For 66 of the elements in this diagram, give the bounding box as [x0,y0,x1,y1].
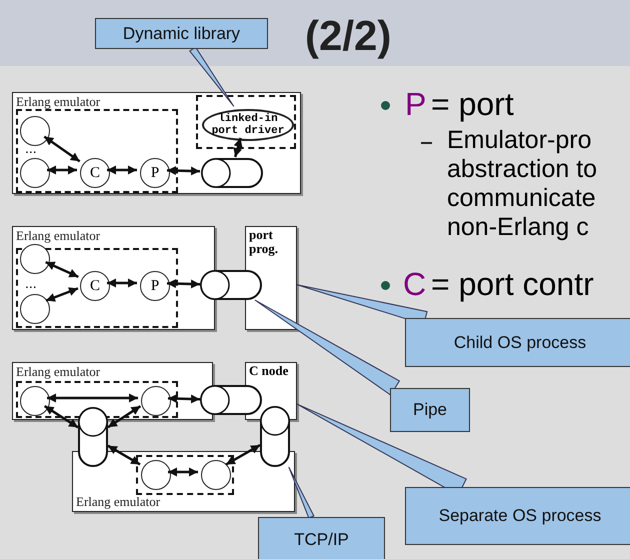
double-arrow [46,287,78,302]
process-circle [140,158,170,188]
callout-box: Separate OS process [405,487,630,545]
pipe-symbol [78,407,108,467]
circle-label: C [90,278,100,294]
double-arrow [233,138,242,158]
slide-title: (2/2) [305,12,392,60]
bullet-text: C [403,266,426,303]
driver-ellipse [202,109,294,141]
box-title: port prog. [249,228,280,256]
callout-pointer [254,300,400,396]
callout-box: Dynamic library [95,18,268,49]
double-arrow [107,444,141,466]
double-arrow [166,279,200,288]
double-arrow [107,278,137,288]
double-arrow [44,136,80,162]
callout-box: Child OS process [405,318,630,367]
process-circle [141,386,171,416]
process-circle [80,271,110,301]
circle-label: C [90,164,100,182]
process-circle [20,116,50,146]
process-box [12,226,215,330]
process-circle [20,294,50,324]
pipe-symbol [201,158,263,188]
callout-pointer [189,46,234,107]
bullet-text: = port contr [431,266,594,303]
callout-pointer [288,466,315,519]
ellipse-label: linked-in port driver [210,113,286,137]
box-title: Erlang emulator [16,94,100,110]
process-circle [20,386,50,416]
box-title: C node [249,364,288,378]
process-circle [80,158,110,188]
process-circle [201,460,231,490]
sub-bullet-text: Emulator-pro abstraction to communicate non-Erlang c [447,126,598,242]
circle-label: P [150,164,160,182]
double-arrow [44,405,79,428]
double-arrow [168,468,198,476]
box-title: Erlang emulator [16,364,100,380]
pipe-symbol [260,406,290,467]
process-box [72,451,295,512]
process-circle [140,271,170,301]
ellipsis-label: ... [25,275,37,291]
box-title: Erlang emulator [76,494,160,510]
pipe-symbol [200,270,262,300]
double-arrow [47,166,77,174]
circle-label: P [150,278,160,294]
double-arrow [225,444,261,466]
double-arrow [107,166,137,174]
dashed-group-box [16,109,178,193]
double-arrow [166,166,200,176]
dashed-group-box [196,95,296,149]
ellipsis-label: ... [25,140,37,156]
box-title: Erlang emulator [16,228,100,244]
double-arrow [47,394,138,402]
double-arrow [45,261,79,278]
callout-box: Pipe [390,388,470,432]
pipe-symbol [200,385,262,415]
process-circle [141,460,171,490]
bullet-text: = port [431,86,514,123]
process-circle [20,244,50,274]
double-arrow [107,405,142,428]
bullet-text: P [405,86,426,123]
double-arrow [168,394,200,404]
process-box [12,92,301,194]
process-circle [20,158,50,188]
dashed-group-box [136,455,234,495]
